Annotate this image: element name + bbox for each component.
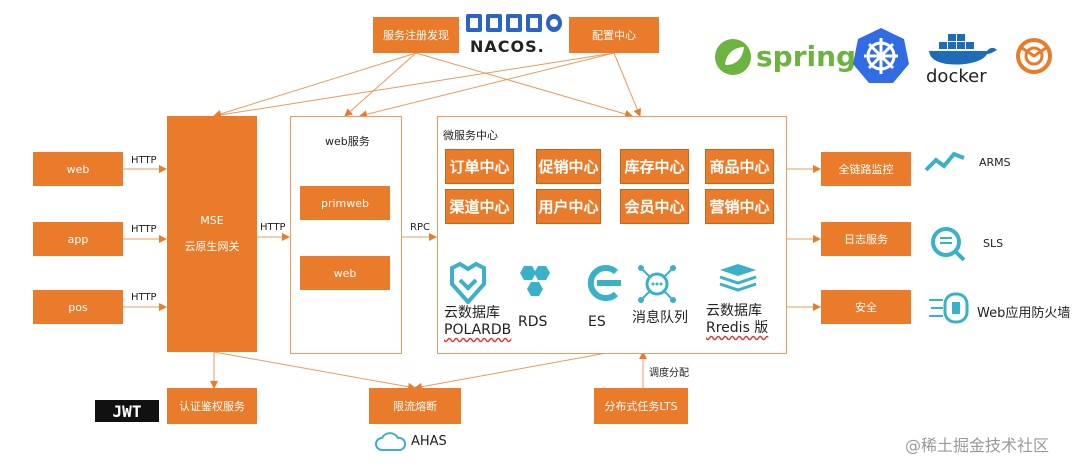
- ahas-label: AHAS: [411, 434, 447, 449]
- service-marketing-label: 营销中心: [709, 198, 770, 216]
- es-icon: [585, 264, 623, 306]
- gateway-title: MSE: [200, 214, 224, 227]
- config-center-box[interactable]: 配置中心: [569, 17, 659, 53]
- service-order-label: 订单中心: [449, 158, 510, 176]
- service-order[interactable]: 订单中心: [445, 149, 514, 184]
- jwt-logo-text: JWT: [113, 402, 142, 421]
- rpc-label: RPC: [410, 222, 430, 233]
- full-link-monitor-box[interactable]: 全链路监控: [821, 152, 911, 186]
- polardb-caption: 云数据库 POLARDB: [444, 305, 511, 339]
- orange-logo-icon: [1014, 36, 1054, 80]
- web-label: web: [333, 266, 357, 280]
- web-service-title: web服务: [325, 135, 370, 148]
- jwt-logo-icon: JWT: [95, 400, 159, 426]
- polardb-icon: [447, 261, 489, 308]
- http-label-app: HTTP: [131, 224, 157, 235]
- arms-label: ARMS: [979, 156, 1011, 169]
- service-registry-label: 服务注册发现: [383, 29, 449, 42]
- security-label: 安全: [855, 301, 877, 314]
- redis-caption-line1: 云数据库: [706, 303, 762, 319]
- polardb-caption-line1: 云数据库: [444, 305, 500, 321]
- sls-icon: [930, 226, 966, 266]
- http-label-web: HTTP: [131, 155, 157, 166]
- service-inventory[interactable]: 库存中心: [620, 149, 689, 184]
- mse-gateway-box[interactable]: MSE 云原生网关: [167, 116, 257, 352]
- service-marketing[interactable]: 营销中心: [705, 189, 774, 224]
- client-app-box[interactable]: app: [33, 222, 123, 256]
- polardb-caption-line2: POLARDB: [444, 322, 512, 338]
- redis-caption: 云数据库 Rredis 版: [706, 303, 768, 337]
- schedule-label: 调度分配: [649, 368, 689, 379]
- service-product[interactable]: 商品中心: [705, 149, 774, 184]
- service-member[interactable]: 会员中心: [620, 189, 689, 224]
- config-center-label: 配置中心: [592, 29, 636, 42]
- distributed-task-box[interactable]: 分布式任务LTS: [594, 388, 688, 424]
- full-link-monitor-label: 全链路监控: [838, 163, 894, 176]
- security-box[interactable]: 安全: [821, 290, 911, 324]
- microservice-title: 微服务中心: [443, 129, 498, 142]
- ahas-cloud-icon: [374, 430, 407, 456]
- redis-caption-line2: Rredis 版: [706, 320, 769, 336]
- distributed-task-label: 分布式任务LTS: [604, 400, 678, 413]
- dubbo-logo: [466, 12, 566, 34]
- spring-leaf-icon: [715, 39, 751, 75]
- http-label-pos: HTTP: [131, 292, 157, 303]
- client-pos-box[interactable]: pos: [33, 290, 123, 324]
- service-promotion-label: 促销中心: [538, 158, 599, 176]
- waf-icon: [929, 292, 969, 328]
- service-registry-box[interactable]: 服务注册发现: [373, 17, 459, 53]
- service-product-label: 商品中心: [709, 158, 770, 176]
- service-member-label: 会员中心: [624, 198, 685, 216]
- message-queue-icon: [637, 264, 677, 308]
- nacos-logo: NACOS.: [470, 37, 545, 56]
- http-label-gateway: HTTP: [260, 222, 286, 233]
- rds-icon: [514, 264, 552, 306]
- client-app-label: app: [67, 232, 89, 246]
- service-promotion[interactable]: 促销中心: [536, 149, 601, 184]
- arms-icon: [924, 150, 966, 178]
- service-user[interactable]: 用户中心: [536, 189, 601, 224]
- waf-label: Web应用防火墙: [977, 306, 1071, 321]
- client-web-label: web: [66, 162, 90, 176]
- docker-logo-text: docker: [926, 66, 987, 87]
- message-queue-caption: 消息队列: [632, 310, 688, 326]
- auth-service-label: 认证鉴权服务: [179, 400, 245, 413]
- service-channel[interactable]: 渠道中心: [445, 189, 514, 224]
- service-inventory-label: 库存中心: [624, 158, 685, 176]
- web-box[interactable]: web: [300, 256, 390, 290]
- service-user-label: 用户中心: [538, 198, 599, 216]
- rate-limit-box[interactable]: 限流熔断: [369, 388, 461, 424]
- spring-logo-icon: [713, 37, 753, 81]
- rds-caption: RDS: [518, 314, 548, 330]
- watermark: @稀土掘金技术社区: [905, 436, 1050, 455]
- primweb-label: primweb: [320, 196, 370, 210]
- client-web-box[interactable]: web: [33, 152, 123, 186]
- auth-service-box[interactable]: 认证鉴权服务: [167, 388, 257, 424]
- log-service-box[interactable]: 日志服务: [821, 222, 911, 256]
- spring-logo-text: spring: [756, 40, 857, 73]
- client-pos-label: pos: [68, 300, 88, 314]
- service-channel-label: 渠道中心: [449, 198, 510, 216]
- es-caption: ES: [588, 314, 606, 330]
- docker-whale-icon: [925, 32, 997, 70]
- web-service-panel: [290, 116, 402, 354]
- sls-label: SLS: [983, 237, 1004, 250]
- redis-icon: [718, 262, 758, 298]
- primweb-box[interactable]: primweb: [300, 186, 390, 220]
- rate-limit-label: 限流熔断: [393, 400, 437, 413]
- gateway-subtitle: 云原生网关: [184, 240, 240, 253]
- dubbo-logo-graphic: [466, 14, 562, 32]
- log-service-label: 日志服务: [844, 233, 888, 246]
- kubernetes-icon: [852, 26, 910, 88]
